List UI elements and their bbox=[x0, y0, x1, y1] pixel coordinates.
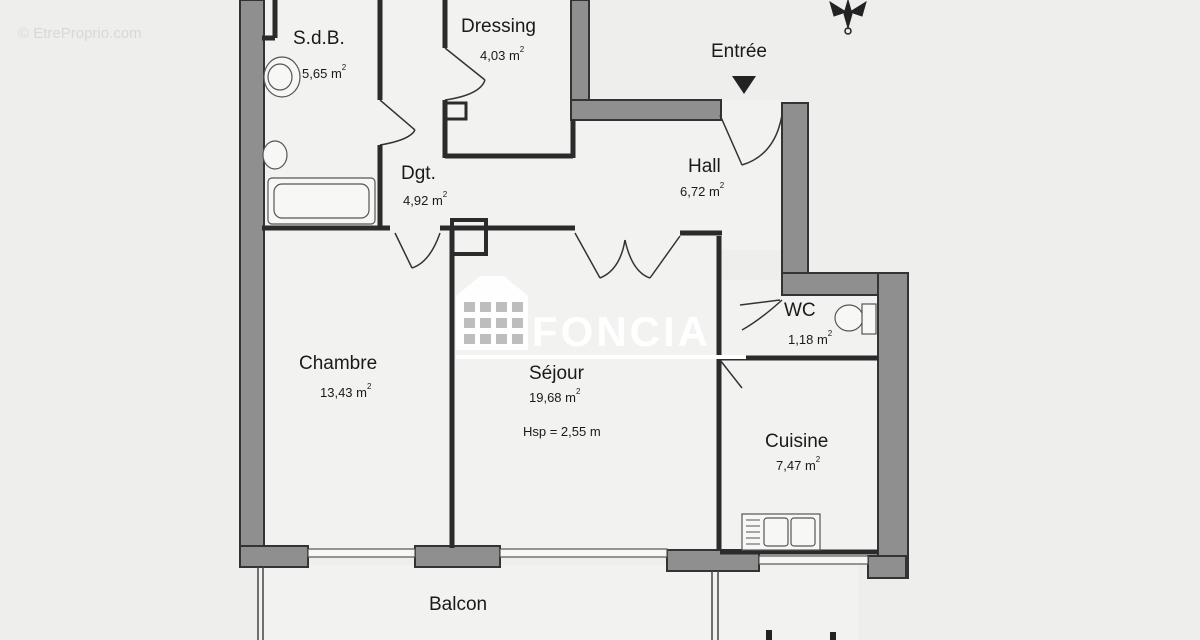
foncia-logo-icon bbox=[456, 276, 746, 359]
toilet-bowl bbox=[834, 304, 864, 332]
room-name-sejour: Séjour bbox=[529, 363, 584, 384]
wall-top-hall bbox=[570, 99, 722, 121]
wall-bottom-left bbox=[239, 545, 309, 568]
wall-hall-right bbox=[781, 102, 809, 294]
room-name-chambre: Chambre bbox=[299, 353, 378, 374]
room-name-wc: WC bbox=[784, 300, 816, 321]
wall-top-dressing-right bbox=[570, 0, 590, 106]
room-name-cuisine: Cuisine bbox=[765, 431, 829, 452]
brand-watermark: FONCIA bbox=[532, 308, 711, 355]
partitions bbox=[262, 0, 878, 555]
wall-bottom-pillar-mid bbox=[414, 545, 501, 568]
room-name-sdb: S.d.B. bbox=[293, 28, 345, 49]
room-area-hall: 6,72 m2 bbox=[680, 181, 725, 199]
wall-bottom-right bbox=[867, 555, 907, 579]
room-area-sdb: 5,65 m2 bbox=[302, 63, 347, 81]
room-area-dgt: 4,92 m2 bbox=[403, 190, 448, 208]
kitchen-drainboard bbox=[746, 519, 760, 545]
wall-left bbox=[239, 0, 265, 568]
room-area-cuisine: 7,47 m2 bbox=[776, 455, 821, 473]
room-name-balcon: Balcon bbox=[429, 594, 488, 615]
entrance-label: Entrée bbox=[711, 41, 767, 62]
bidet bbox=[262, 140, 288, 170]
room-name-hall: Hall bbox=[688, 156, 721, 177]
room-name-dressing: Dressing bbox=[461, 16, 536, 37]
fixtures bbox=[262, 56, 877, 551]
room-area-dressing: 4,03 m2 bbox=[480, 45, 525, 63]
wall-kitchen-right bbox=[877, 272, 909, 579]
pillar-dressing bbox=[444, 101, 468, 121]
site-watermark: © EtreProprio.com bbox=[18, 25, 142, 42]
room-area-chambre: 13,43 m2 bbox=[320, 382, 372, 400]
exterior-walls bbox=[239, 0, 909, 579]
entrance-arrow-icon bbox=[732, 76, 756, 94]
room-area-wc: 1,18 m2 bbox=[788, 329, 833, 347]
doors bbox=[379, 47, 783, 389]
windows bbox=[307, 548, 869, 565]
ceiling-height: Hsp = 2,55 m bbox=[523, 424, 601, 439]
room-name-dgt: Dgt. bbox=[401, 163, 436, 184]
compass-icon bbox=[829, 0, 867, 35]
pillar-sejour bbox=[450, 218, 488, 256]
balcony-outline bbox=[257, 567, 719, 640]
bottom-marks bbox=[766, 630, 836, 640]
toilet-tank bbox=[861, 303, 877, 335]
room-area-sejour: 19,68 m2 bbox=[529, 387, 581, 405]
